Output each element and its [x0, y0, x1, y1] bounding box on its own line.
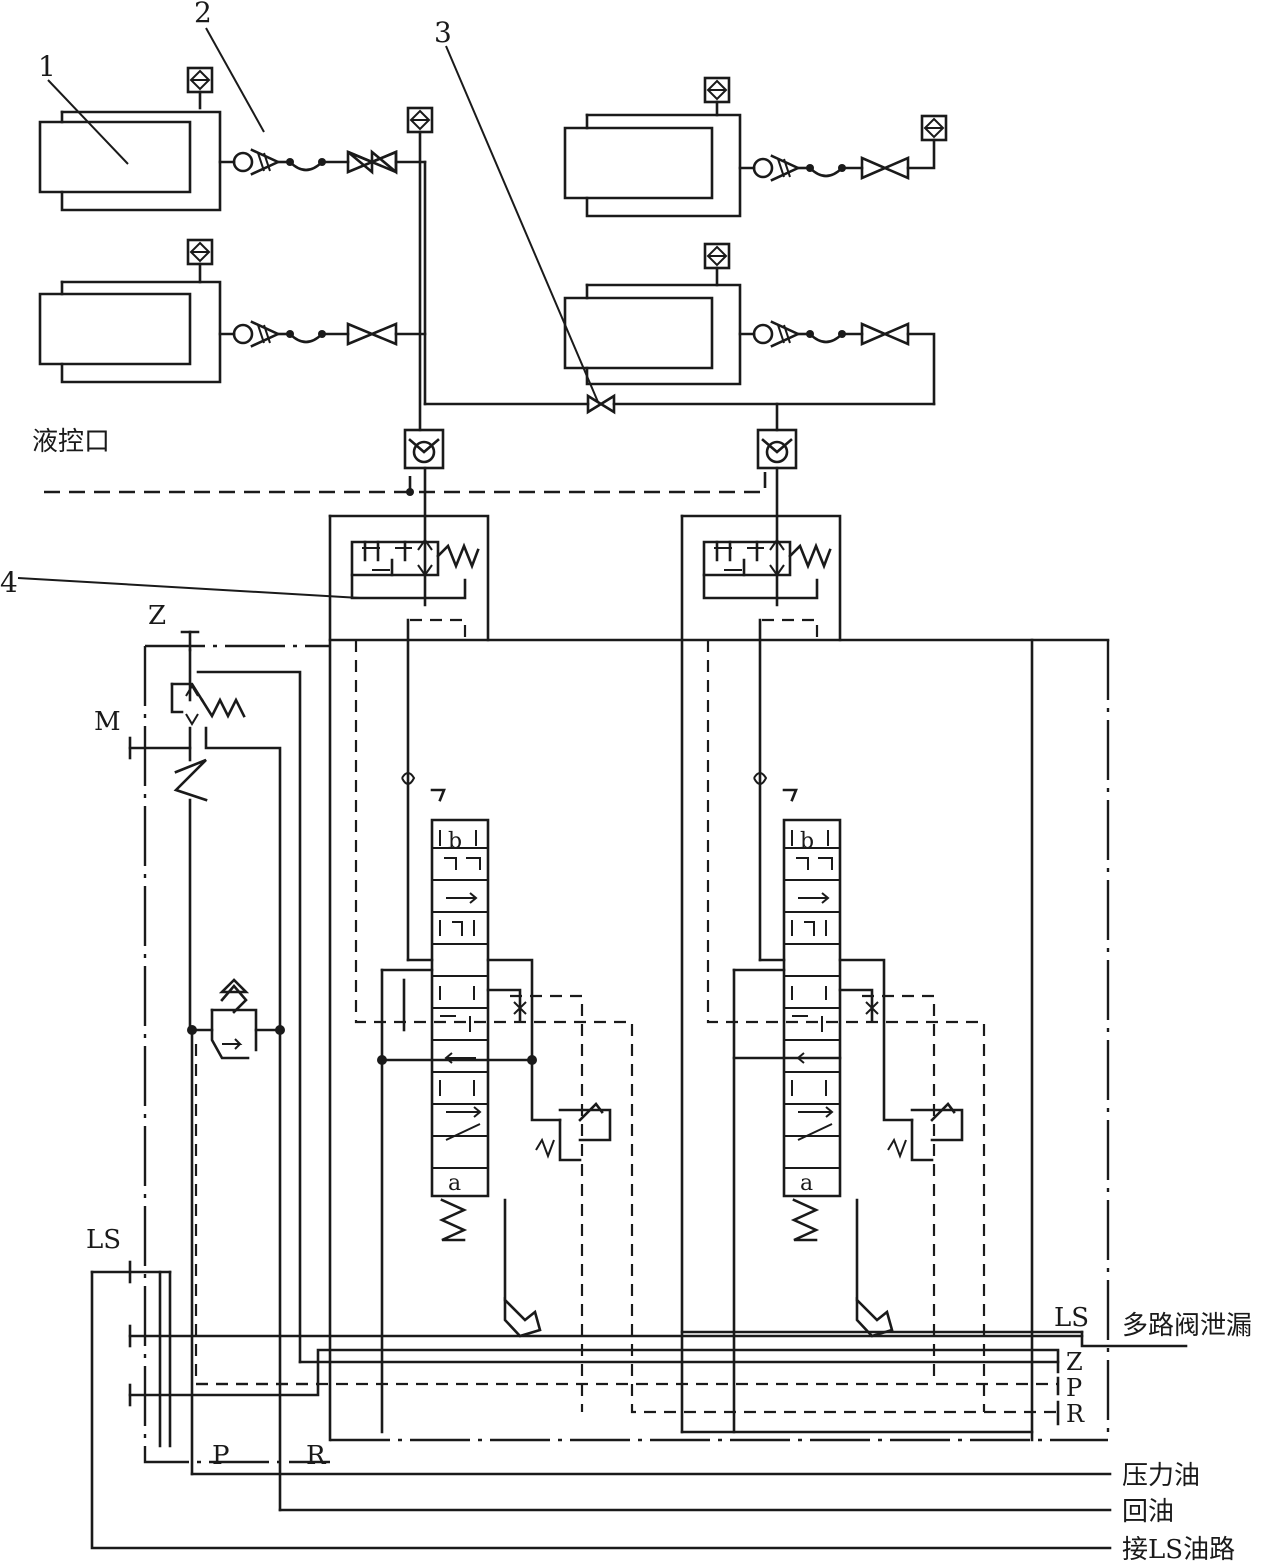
legend-return-oil: 回油: [1122, 1497, 1174, 1527]
callout-1: 1: [38, 50, 56, 83]
port-ls-right-label: LS: [1054, 1303, 1089, 1333]
spool-b-label-1: b: [448, 829, 462, 854]
legend-pressure-oil: 压力油: [1122, 1461, 1200, 1491]
line-legend: 多路阀泄漏 压力油 回油 接LS油路: [1122, 1311, 1252, 1565]
spool-a-label-1: a: [448, 1171, 461, 1196]
port-m-label: M: [94, 707, 121, 737]
cylinder-unit-3: [563, 113, 742, 218]
pilot-port-label: 液控口: [32, 427, 110, 457]
cylinder-unit-1: [38, 110, 222, 212]
callout-2: 2: [194, 0, 212, 29]
gauge-filter-icons: [186, 66, 948, 287]
pilot-line: [44, 468, 767, 496]
manifold-frame: [143, 638, 1110, 1464]
port-labels: 液控口 Z M LS P R LS Z P R b a b a: [32, 427, 1089, 1471]
callout-leaders: [17, 27, 599, 599]
legend-ls-line: 接LS油路: [1122, 1535, 1235, 1565]
spool-a-label-2: a: [800, 1171, 813, 1196]
hose-lines: [218, 130, 936, 432]
port-ls-left-label: LS: [86, 1225, 121, 1255]
left-inlet-section: [128, 630, 1058, 1512]
port-r-bottom-label: R: [306, 1441, 327, 1471]
cylinder-unit-2: [38, 280, 222, 384]
spool-valve-2: [706, 618, 986, 1434]
port-r-right-label: R: [1066, 1400, 1085, 1428]
callout-4: 4: [0, 566, 18, 599]
port-z-left-label: Z: [148, 601, 166, 631]
valve-section-left-top: [328, 466, 490, 1442]
spool-valve-1: [354, 618, 1058, 1434]
callout-numbers: 1 2 3 4: [0, 0, 452, 599]
callout-3: 3: [434, 16, 452, 49]
port-lines: [90, 1260, 1188, 1550]
legend-multi-valve-leak: 多路阀泄漏: [1122, 1311, 1252, 1341]
cylinder-unit-4: [563, 283, 742, 386]
port-z-right-label: Z: [1066, 1348, 1083, 1376]
valve-section-right-top: [680, 466, 842, 1434]
port-p-right-label: P: [1066, 1374, 1082, 1402]
pilot-check-valves: [403, 428, 798, 470]
port-p-bottom-label: P: [212, 1441, 230, 1471]
spool-b-label-2: b: [800, 829, 814, 854]
